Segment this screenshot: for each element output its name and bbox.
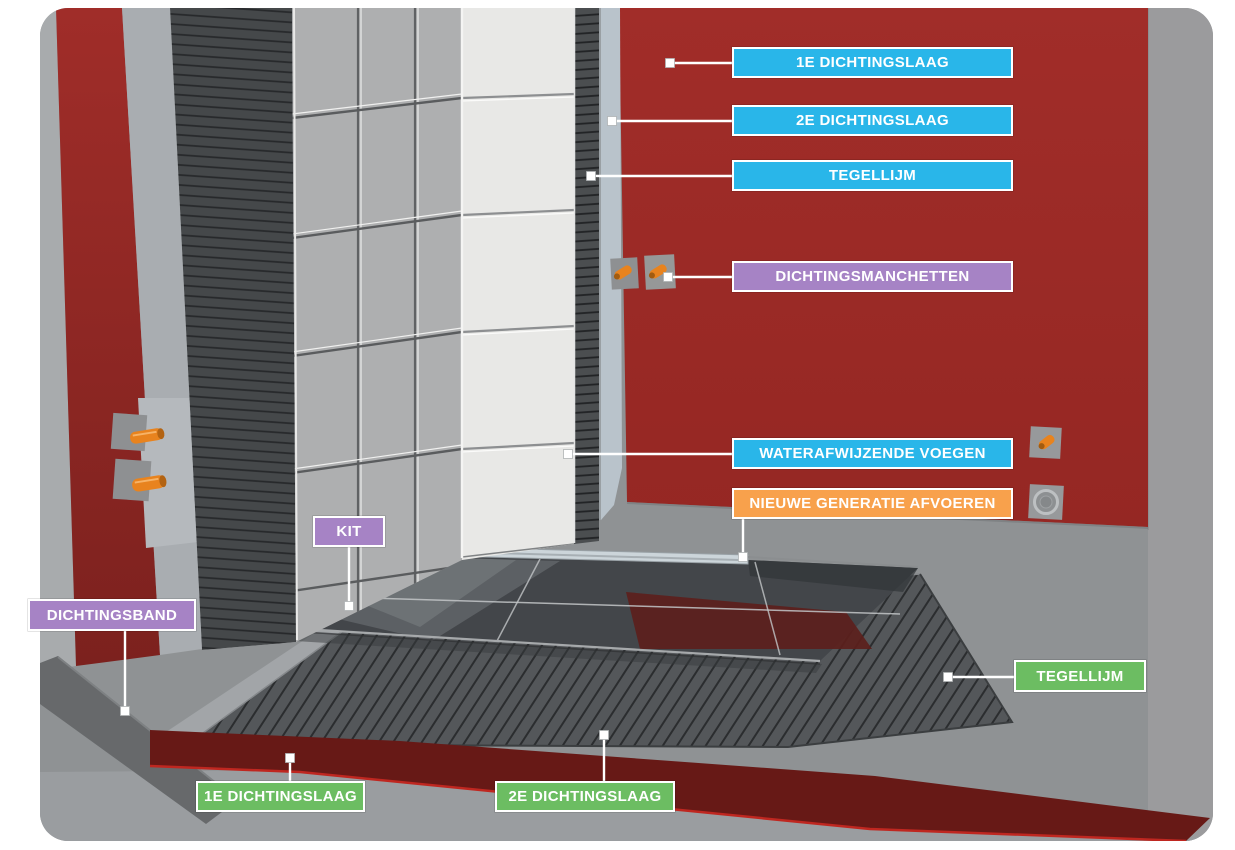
wall-fixtures [1028, 426, 1064, 520]
shower-floor-red-reflection [626, 592, 872, 649]
sleeve-pipe-icon [130, 428, 165, 444]
leader-tip-water-repellent-joints [563, 449, 573, 459]
tile-wall-facing [462, 8, 574, 560]
leader-tip-sealing-band [120, 706, 130, 716]
right-wall-first-sealing-layer [619, 8, 1148, 527]
left-wall-sealing-sleeves [110, 412, 167, 502]
leader-tip-tile-adhesive-floor [943, 672, 953, 682]
leader-tip-second-sealing-layer-floor [599, 730, 609, 740]
shower-floor-tiles [302, 555, 918, 665]
sealing-band-strip [40, 656, 238, 824]
left-wall-first-sealing-layer [56, 8, 160, 666]
sleeve-pipe-icon [613, 265, 632, 280]
leader-lines [120, 58, 1014, 781]
floor-first-sealing-layer [150, 730, 1210, 841]
left-wall-tile-adhesive [170, 8, 296, 650]
tile-wall-angled [292, 8, 462, 642]
leader-tip-tile-adhesive-wall [586, 171, 596, 181]
sealing-band-edge [57, 656, 237, 800]
left-wall-edge [40, 8, 76, 671]
sleeve-pipe-icon [1038, 434, 1055, 450]
leader-tip-first-sealing-layer-floor [285, 753, 295, 763]
wall-tile-adhesive-strip [574, 8, 599, 544]
sleeve-pipe-icon [132, 475, 167, 492]
leader-tip-sealing-sleeves [663, 272, 673, 282]
leader-tip-new-generation-drains [738, 552, 748, 562]
leader-tip-second-sealing-layer-wall [607, 116, 617, 126]
leader-tip-sealant-kit [344, 601, 354, 611]
right-wall-bare-edge [1148, 8, 1213, 841]
leader-tip-first-sealing-layer-wall [665, 58, 675, 68]
shower-floor-shadow [295, 632, 822, 673]
screed-step [160, 612, 362, 753]
sleeve-pipe-icon [648, 264, 667, 279]
